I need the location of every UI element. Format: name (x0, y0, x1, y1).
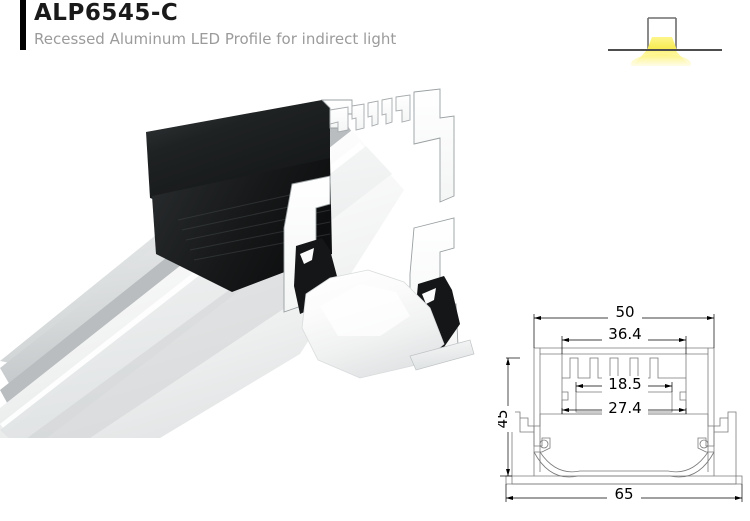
right-mount-clip (707, 414, 729, 433)
label-bg-45 (498, 406, 515, 432)
diffuser-arc-outer (533, 451, 715, 478)
light-glow-spread (631, 54, 691, 74)
page-header: ALP6545-C Recessed Aluminum LED Profile … (0, 0, 750, 74)
label-bg-274 (602, 400, 648, 417)
label-bg-185 (602, 376, 648, 393)
bottom-outer-flange (409, 339, 475, 371)
led-profile-3d-render (0, 88, 475, 478)
right-top-flange (413, 88, 455, 203)
right-groove-circle (699, 439, 709, 449)
left-groove-circle (539, 439, 549, 449)
label-bg-364 (602, 326, 648, 343)
product-subtitle: Recessed Aluminum LED Profile for indire… (34, 30, 397, 48)
dimension-label-45: 45 (498, 409, 511, 428)
product-render (0, 78, 520, 478)
dimension-label-50: 50 (615, 303, 634, 321)
left-flange-tip (505, 475, 512, 484)
recess-housing-outline (647, 17, 677, 50)
profile-cross-section-svg: 50 36.4 18.5 27.4 45 65 (493, 303, 743, 503)
bottom-flange-body (511, 476, 737, 485)
left-mount-clip (519, 414, 541, 433)
dimension-label-185: 18.5 (608, 375, 641, 393)
right-retainer-groove-section (697, 432, 715, 453)
dimension-arrows (506, 316, 742, 500)
left-outer-flange-wall (511, 411, 521, 476)
left-retainer-groove-section (533, 432, 551, 453)
right-flange-tip (736, 475, 743, 484)
left-retainer-notch (300, 248, 314, 264)
heatsink-fin-profile (561, 354, 687, 379)
page-title: ALP6545-C (34, 0, 179, 26)
light-source (647, 37, 677, 50)
right-outer-flange-wall (727, 411, 737, 476)
dimension-label-274: 27.4 (608, 399, 641, 417)
light-direction-pictogram (600, 4, 730, 74)
dimension-label-364: 36.4 (608, 325, 641, 343)
profile-outline-group (505, 347, 743, 485)
cross-section-drawing: 50 36.4 18.5 27.4 45 65 (493, 296, 750, 517)
label-bg-50 (608, 304, 642, 321)
label-bg-65 (607, 486, 641, 503)
diffuser-sheen (320, 284, 410, 336)
right-retainer-notch (422, 288, 436, 304)
title-accent-bar (20, 0, 26, 50)
lower-shadow (0, 238, 330, 478)
recessed-downlight-indirect-icon (608, 17, 722, 74)
diffuser-arc-inner (539, 451, 709, 473)
dimension-label-65: 65 (614, 485, 633, 503)
